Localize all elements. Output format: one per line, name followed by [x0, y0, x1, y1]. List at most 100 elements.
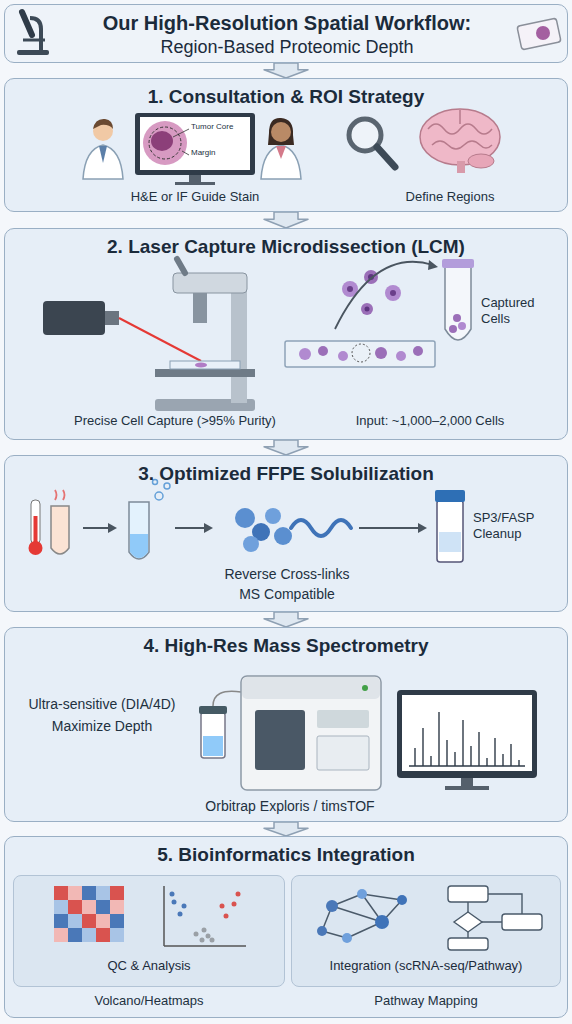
caption-label: Orbitrap Exploris / timsTOF — [135, 798, 445, 815]
network-graph — [317, 889, 407, 943]
solubilization-illustration-part — [418, 523, 427, 533]
sub-panel: Integration (scRNA-seq/Pathway) — [291, 875, 561, 987]
mass-spec-illustration-part — [213, 691, 241, 706]
lcm-illustration-part — [385, 285, 401, 301]
solubilization-illustration-part — [83, 527, 109, 529]
solubilization-illustration-part — [108, 523, 117, 533]
step-arrow — [359, 523, 427, 533]
lcm-illustration-part — [458, 322, 466, 330]
lcm-illustration-part — [413, 346, 423, 356]
lcm-illustration-part — [170, 361, 240, 369]
qc-charts-part — [82, 928, 96, 942]
step-arrow — [83, 523, 117, 533]
qc-charts-part — [96, 914, 110, 928]
consultation-illustration-part — [428, 110, 492, 149]
mass-spec-illustration-part — [255, 710, 305, 770]
caption-label: Define Regions — [365, 189, 535, 205]
solubilization-illustration-part — [437, 500, 463, 562]
solubilization-illustration-part — [359, 527, 419, 529]
mass-spec-illustration-part — [317, 736, 369, 770]
qc-charts-part — [54, 900, 68, 914]
consultation-illustration-part — [149, 127, 181, 159]
title-box: Our High-Resolution Spatial Workflow:Reg… — [4, 4, 568, 63]
solubilization-illustration-part — [51, 506, 69, 554]
caption-label: MS Compatible — [155, 586, 419, 603]
lcm-illustration-part — [365, 307, 370, 312]
mass-spec-illustration-part — [461, 778, 473, 786]
qc-charts-part — [54, 886, 68, 900]
consultation-illustration-part — [468, 154, 494, 168]
qc-charts-part — [210, 938, 215, 943]
qc-charts-part — [96, 928, 110, 942]
solubilization-illustration-part — [155, 492, 163, 500]
lcm-illustration-part — [105, 311, 119, 325]
solubilization-illustration-part — [34, 516, 38, 544]
caption-label: Captured Cells — [481, 295, 563, 326]
solubilization-illustration-part — [243, 536, 259, 552]
pathway-charts-part — [326, 900, 338, 912]
step-panel: 1. Consultation & ROI StrategyTumor Core… — [4, 78, 568, 212]
slide-and-cells — [285, 260, 438, 367]
caption-label: Margin — [191, 148, 248, 158]
flow-arrow — [264, 822, 308, 836]
qc-charts-part — [220, 904, 225, 909]
lcm-illustration-part — [299, 348, 311, 360]
protein-cluster — [235, 508, 351, 552]
qc-charts-part — [110, 886, 124, 900]
lcm-illustration-part — [177, 259, 185, 273]
solubilization-illustration-part — [439, 532, 461, 552]
solubilization-illustration-part — [29, 541, 43, 555]
qc-charts-part — [178, 912, 183, 917]
solubilization-illustration-part — [129, 502, 149, 559]
sub-panel: QC & Analysis — [13, 875, 285, 987]
consultation-illustration-part — [271, 122, 291, 142]
solubilization-illustration-part — [130, 534, 148, 558]
lcm-illustration-part — [318, 346, 328, 356]
caption-label: H&E or IF Guide Stain — [85, 189, 305, 205]
consultation-illustration-part — [377, 147, 395, 167]
title-icons-part — [536, 26, 550, 40]
consultation-illustration-part — [261, 145, 301, 179]
step-heading: 1. Consultation & ROI Strategy — [15, 86, 557, 109]
collection-tube — [442, 259, 474, 340]
qc-charts-part — [82, 886, 96, 900]
step-heading: 2. Laser Capture Microdissection (LCM) — [15, 236, 557, 259]
thermometer — [29, 500, 43, 555]
pathway-charts-part — [502, 914, 542, 930]
lcm-illustration-part — [396, 351, 406, 361]
qc-charts-part — [82, 914, 96, 928]
lcm-illustration-part — [231, 279, 247, 403]
caption-label: Maximize Depth — [9, 718, 195, 735]
lcm-illustration-part — [390, 290, 396, 296]
solubilization-illustration-part — [175, 527, 205, 529]
caption-label: Input: ~1,000–2,000 Cells — [305, 413, 555, 429]
flow-arrow — [264, 440, 308, 455]
qc-charts-part — [200, 938, 205, 943]
flowchart-icon — [448, 886, 542, 950]
doctor-figure — [261, 118, 301, 179]
laser-unit — [43, 301, 201, 361]
step-panel: 5. Bioinformatics Integration QC & Analy… — [4, 836, 568, 1018]
pathway-charts-part — [448, 886, 488, 902]
mass-spec-illustration-part — [409, 712, 525, 766]
title-icons-part — [23, 39, 45, 42]
title-icons-part — [17, 50, 49, 55]
pathway-charts-part — [375, 915, 389, 929]
panel-caption: QC & Analysis — [18, 958, 280, 974]
qc-charts-part — [68, 886, 82, 900]
qc-charts-part — [194, 932, 199, 937]
flow-arrow — [264, 212, 308, 228]
monitor — [135, 113, 255, 185]
solubilization-illustration-part — [204, 523, 213, 533]
lcm-illustration-part — [453, 314, 461, 322]
mass-spec-illustration-part — [242, 677, 380, 699]
lcm-illustration-part — [193, 293, 207, 323]
solubilization-illustration-part — [31, 500, 40, 544]
microscope — [155, 259, 255, 411]
lcm-illustration-part — [352, 344, 370, 362]
qc-charts-part — [68, 914, 82, 928]
mass-spec-illustration-part — [445, 786, 489, 790]
mass-spec-illustration-part — [397, 690, 537, 778]
qc-charts-part — [82, 900, 96, 914]
mass-spec-illustration-part — [203, 736, 223, 756]
